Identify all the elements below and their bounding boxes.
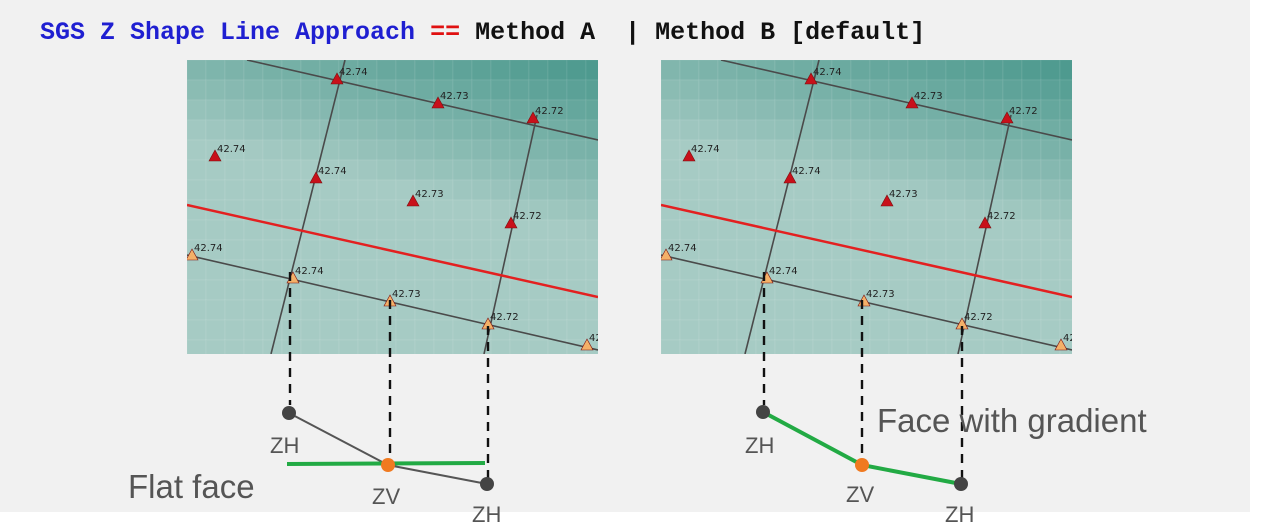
triangle-marker-icon (880, 194, 894, 207)
title-methods: Method A | Method B [default] (475, 18, 926, 47)
zh-left-label-a: ZH (270, 433, 300, 458)
zv-label-a: ZV (372, 484, 401, 509)
zh-right-label-b: ZH (945, 502, 975, 527)
marker-label: 42.73 (889, 189, 918, 200)
triangle-marker-icon (661, 248, 673, 261)
map-panel-method-a: 42.74 42.73 42.72 42.74 42.74 42.73 42.72 42.74… (187, 60, 598, 354)
marker-label: 42.74 (318, 166, 347, 177)
marker-label: 42 (589, 333, 598, 344)
triangle-marker-icon (580, 338, 594, 351)
marker-label: 42.73 (392, 289, 421, 300)
marker-label: 42.73 (415, 189, 444, 200)
triangle-marker-icon (682, 149, 696, 162)
marker-label: 42.73 (914, 91, 943, 102)
marker-label: 42.74 (769, 266, 798, 277)
map-panel-method-b: 42.74 42.73 42.72 42.74 42.74 42.73 42.72 42.74… (661, 60, 1072, 354)
marker-label: 42.74 (691, 144, 720, 155)
slide-title: SGS Z Shape Line Approach == Method A | … (40, 17, 925, 49)
contour-line-top (720, 60, 1072, 141)
cross-line-left (744, 60, 820, 354)
marker-label: 42 (1063, 333, 1072, 344)
marker-label: 42.74 (194, 243, 223, 254)
zv-label-b: ZV (846, 482, 875, 507)
contour-line-top (246, 60, 598, 141)
title-operator: == (430, 18, 461, 47)
triangle-marker-icon (804, 72, 818, 85)
node-dot-icon (855, 458, 869, 472)
map-svg-method-b: 42.74 42.73 42.72 42.74 42.74 42.73 42.72 42.74… (661, 60, 1072, 354)
marker-label: 42.74 (792, 166, 821, 177)
marker-label: 42.72 (964, 312, 993, 323)
triangle-marker-icon (406, 194, 420, 207)
triangle-marker-icon (1054, 338, 1068, 351)
boundary-red-line (661, 203, 1072, 299)
node-dot-icon (756, 405, 770, 419)
cross-line-right (483, 114, 538, 354)
marker-label: 42.72 (513, 211, 542, 222)
triangle-marker-icon (504, 216, 518, 229)
marker-label: 42.74 (295, 266, 324, 277)
cross-line-right (957, 114, 1012, 354)
triangle-marker-icon (978, 216, 992, 229)
boundary-red-line (187, 203, 598, 299)
marker-label: 42.72 (1009, 106, 1038, 117)
triangle-marker-icon (905, 96, 919, 109)
triangle-marker-icon (431, 96, 445, 109)
cross-line-left (270, 60, 346, 354)
node-dot-icon (954, 477, 968, 491)
map-svg-method-a: 42.74 42.73 42.72 42.74 42.74 42.73 42.72 42.74… (187, 60, 598, 354)
triangle-marker-icon (783, 171, 797, 184)
triangle-marker-icon (309, 171, 323, 184)
marker-label: 42.74 (217, 144, 246, 155)
triangle-marker-icon (1000, 111, 1014, 124)
triangle-marker-icon (208, 149, 222, 162)
node-dot-icon (381, 458, 395, 472)
triangle-marker-icon (187, 248, 199, 261)
marker-label: 42.74 (813, 67, 842, 78)
triangle-marker-icon (330, 72, 344, 85)
gradient-face-caption: Face with gradient (877, 402, 1147, 439)
triangle-marker-icon (526, 111, 540, 124)
marker-label: 42.73 (866, 289, 895, 300)
marker-label: 42.74 (668, 243, 697, 254)
node-dot-icon (282, 406, 296, 420)
flat-face-caption: Flat face (128, 468, 255, 505)
marker-label: 42.72 (987, 211, 1016, 222)
zh-left-label-b: ZH (745, 433, 775, 458)
title-approach: SGS Z Shape Line Approach (40, 18, 416, 47)
zh-right-label-a: ZH (472, 502, 502, 527)
marker-label: 42.72 (535, 106, 564, 117)
marker-label: 42.74 (339, 67, 368, 78)
profile-line-a (288, 412, 488, 485)
marker-label: 42.72 (490, 312, 519, 323)
marker-label: 42.73 (440, 91, 469, 102)
node-dot-icon (480, 477, 494, 491)
